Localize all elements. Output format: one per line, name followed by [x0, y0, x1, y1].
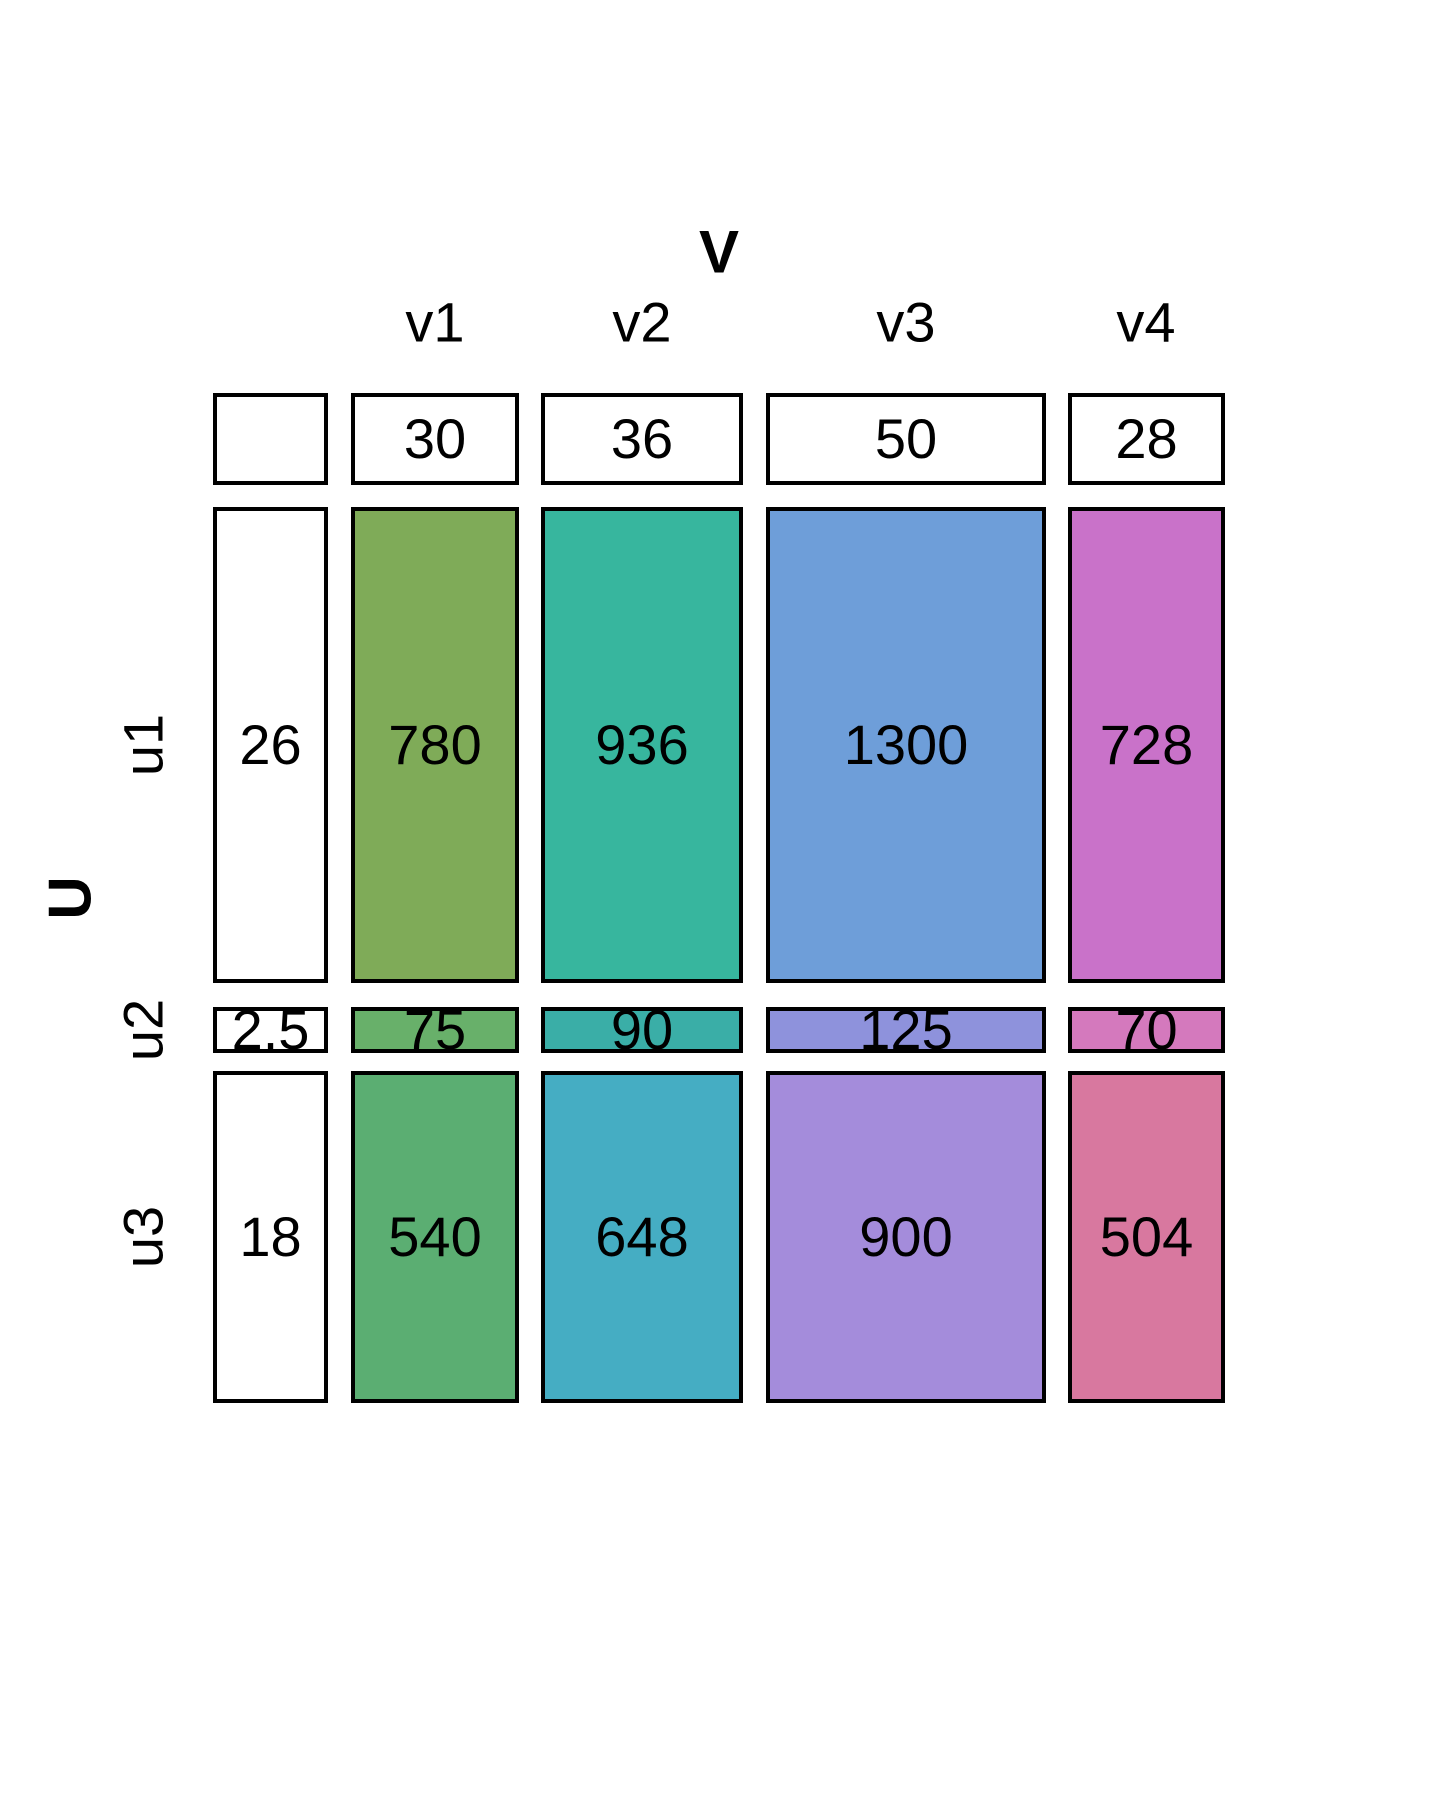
col-variable-title: V: [698, 218, 740, 286]
col-marginal-v4: 28: [1068, 393, 1225, 485]
header-corner-box: [213, 393, 328, 485]
col-marginal-v2: 36: [541, 393, 743, 485]
col-marginal-v1: 30: [351, 393, 519, 485]
col-label-v2: v2: [612, 290, 672, 354]
cell-u2-v1: 75: [351, 1002, 519, 1058]
col-label-v4: v4: [1116, 290, 1176, 354]
cell-u1-v4: 728: [1068, 507, 1225, 983]
col-label-v1: v1: [405, 290, 465, 354]
row-marginal-u3: 18: [213, 1071, 328, 1403]
cell-u2-v3: 125: [766, 1002, 1046, 1058]
cell-u2-v4: 70: [1068, 1002, 1225, 1058]
row-label-u3: u3: [111, 1205, 175, 1269]
cell-u3-v4: 504: [1068, 1071, 1225, 1403]
col-label-v3: v3: [876, 290, 936, 354]
cell-u3-v1: 540: [351, 1071, 519, 1403]
row-marginal-u1: 26: [213, 507, 328, 983]
row-label-u2: u2: [111, 998, 175, 1062]
cell-u3-v2: 648: [541, 1071, 743, 1403]
cell-u3-v3: 900: [766, 1071, 1046, 1403]
cell-u1-v3: 1300: [766, 507, 1046, 983]
col-marginal-v3: 50: [766, 393, 1046, 485]
row-variable-title: U: [36, 876, 104, 920]
cell-u2-v2: 90: [541, 1002, 743, 1058]
cell-u1-v1: 780: [351, 507, 519, 983]
row-label-u1: u1: [111, 713, 175, 777]
cell-u1-v2: 936: [541, 507, 743, 983]
row-marginal-u2: 2.5: [213, 1002, 328, 1058]
